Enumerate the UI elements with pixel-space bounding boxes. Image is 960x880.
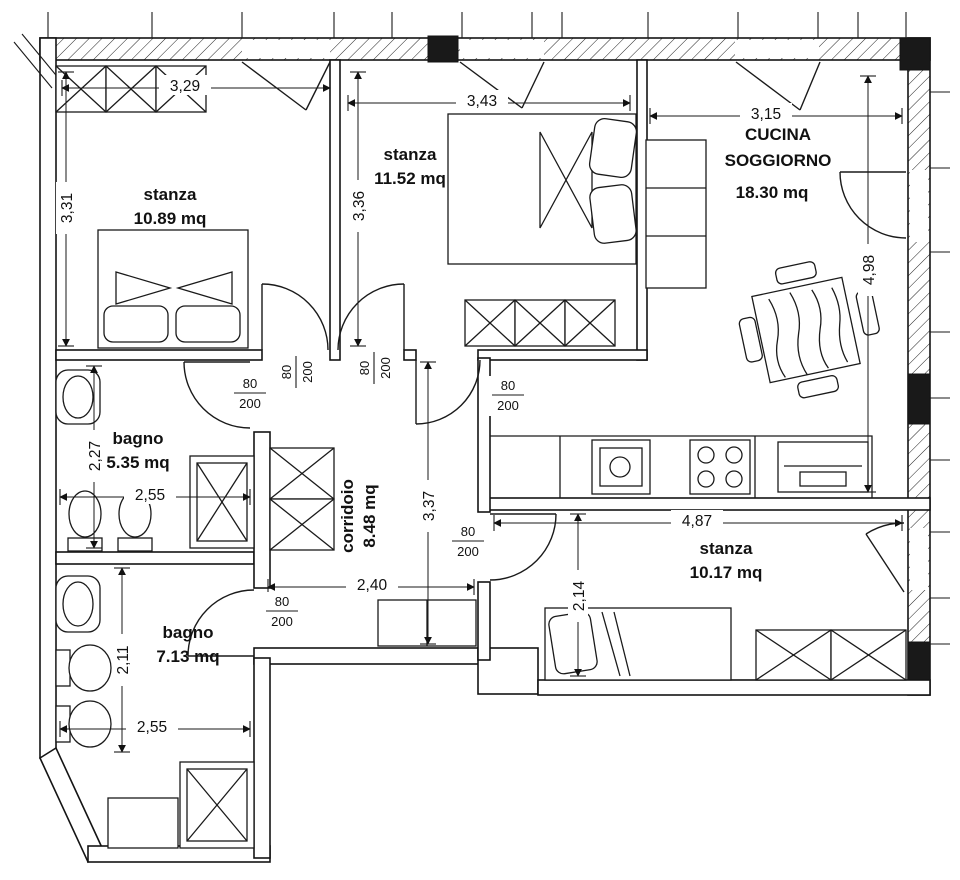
kitchen-sink-icon [591,439,651,495]
door-height-label: 200 [300,361,315,383]
door-stanza2 [337,283,405,351]
door-width-label: 80 [357,361,372,375]
room-label-stanza1: stanza [144,185,197,204]
dim-stanza3-width: 4,87 [682,513,712,530]
room-area-cucina: 18.30 mq [736,183,809,202]
pillar-icon [907,373,931,425]
corridoio-cabinet-icon [377,599,477,647]
stanza2-wardrobe-icon [464,299,616,347]
door-balcony-cucina [839,171,907,239]
room-label-cucina-2: SOGGIORNO [725,151,832,170]
pillar-icon [899,37,931,71]
stanza3-wardrobe-icon [755,629,907,681]
room-label-stanza2: stanza [384,145,437,164]
dim-corridoio-height: 3,37 [421,491,438,521]
corridoio-wardrobe-icon [269,447,335,551]
dim-top-stanza1: 3,29 [170,78,200,95]
pillar-icon [427,35,459,63]
door-width-label: 80 [279,365,294,379]
window-door-cucina [735,61,821,111]
door-width-label: 80 [501,378,515,393]
interior-walls [55,59,931,859]
door-corridor-cucina [415,359,481,425]
room-label-stanza3: stanza [700,539,753,558]
dim-top-stanza2: 3,43 [467,93,497,110]
door-bagno1 [183,361,251,429]
room-labels: stanza 10.89 mq stanza 11.52 mq CUCINA S… [106,125,831,666]
door-stanza3 [489,513,557,581]
bagno1-sink-icon [55,369,101,425]
room-area-stanza2: 11.52 mq [374,169,446,188]
room-label-cucina-1: CUCINA [745,125,811,144]
room-area-stanza1: 10.89 mq [134,209,207,228]
stanza2-bed-icon [447,113,638,265]
room-label-corridoio: corridoio [338,479,357,553]
dim-stanza2-height: 3,36 [351,191,368,221]
door-height-label: 200 [378,357,393,379]
door-bagno2 [187,589,255,657]
door-height-label: 200 [271,614,293,629]
door-width-label: 80 [275,594,289,609]
door-height-label: 200 [457,544,479,559]
dim-bagno2-width: 2,55 [137,719,167,736]
bagno2-toilet-icon [55,644,112,692]
dim-bagno1-width: 2,55 [135,487,165,504]
door-stanza1 [261,283,329,351]
room-area-bagno1: 5.35 mq [106,453,169,472]
stove-icon [689,439,751,495]
door-height-label: 200 [239,396,261,411]
room-area-bagno2: 7.13 mq [156,647,219,666]
dim-bagno1-height: 2,27 [87,441,104,471]
dim-stanza1-height: 3,31 [59,193,76,223]
door-label-cucina: 80 200 [488,376,528,416]
kitchen-counter [490,435,873,498]
furniture [55,65,907,849]
bagno1-shower-icon [189,455,255,549]
door-label-bagno2: 80 200 [262,592,302,632]
bagno1-toilet-icon [67,490,103,552]
bagno2-washer-icon [107,797,179,849]
room-label-bagno2: bagno [163,623,214,642]
door-label-bagno1: 80 200 [230,374,270,414]
door-label-stanza3: 80 200 [448,522,488,562]
dim-corridoio-width: 2,40 [357,577,388,594]
door-width-label: 80 [461,524,475,539]
dimension-lines: 3,29 3,43 3,15 3,31 3,36 4,98 2,27 2,55 [56,71,903,753]
room-area-stanza3: 10.17 mq [690,563,763,582]
door-width-label: 80 [243,376,257,391]
dim-cucina-height: 4,98 [861,255,878,285]
cucina-sofa-icon [645,139,707,289]
door-label-stanza2: 80 200 [354,348,394,388]
stanza1-bed-icon [97,229,249,349]
door-label-stanza1: 80 200 [276,352,316,392]
door-balcony-stanza3 [865,522,905,593]
dim-stanza3-height: 2,14 [571,581,588,612]
room-area-corridoio: 8.48 mq [360,484,379,547]
exterior-walls [13,12,950,864]
window-door-stanza1 [241,61,331,111]
room-label-bagno1: bagno [113,429,164,448]
bagno2-bidet-icon [55,700,112,748]
door-height-label: 200 [497,398,519,413]
door-size-labels: 80 200 80 200 80 200 80 200 80 200 [230,348,528,632]
counter-unit-icon [777,441,869,493]
dim-top-cucina: 3,15 [751,106,781,123]
bagno2-shower-icon [179,761,255,849]
bagno2-sink-icon [55,575,101,633]
dim-bagno2-height: 2,11 [115,645,132,674]
